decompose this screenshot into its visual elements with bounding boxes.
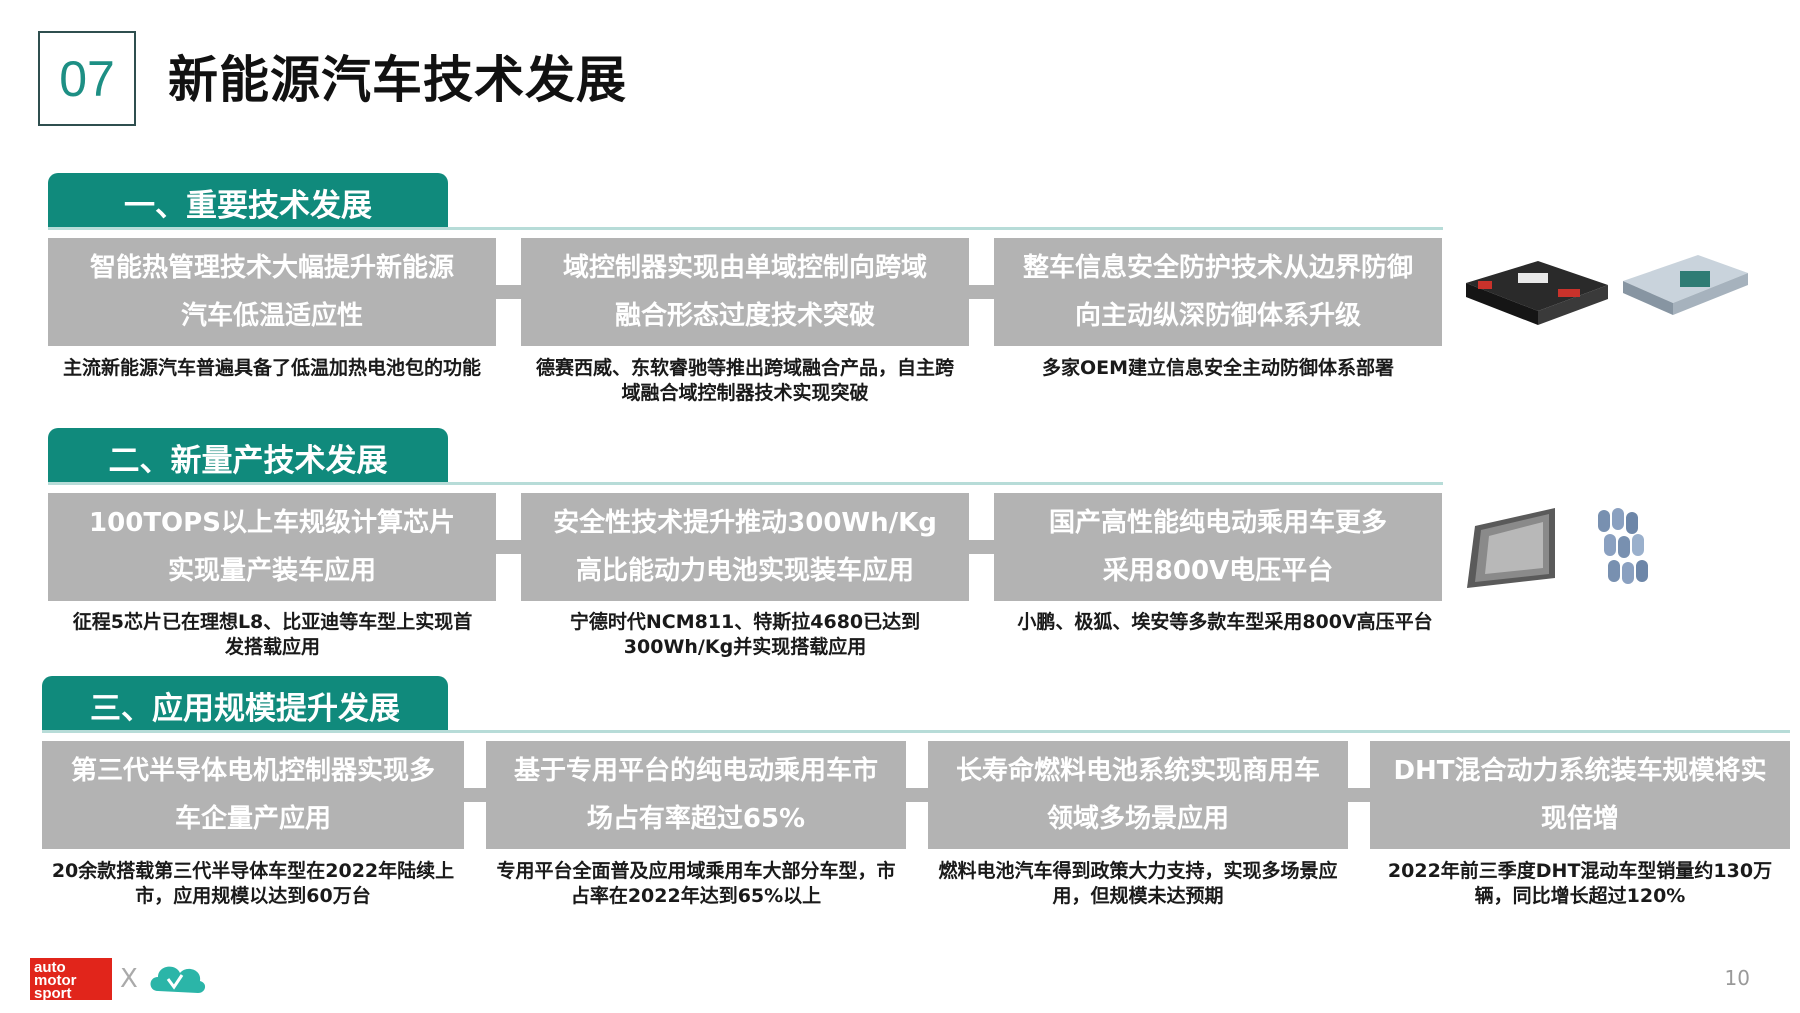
section-1-title: 一、重要技术发展 (48, 173, 448, 227)
section-number: 07 (59, 50, 115, 107)
s3-connector-2 (906, 788, 928, 802)
s1-desc-1: 主流新能源汽车普遍具备了低温加热电池包的功能 (62, 357, 481, 379)
s2-desc-2: 宁德时代NCM811、特斯拉4680已达到300Wh/Kg并实现搭载应用 (569, 611, 921, 658)
s3-desc-3: 燃料电池汽车得到政策大力支持，实现多场景应用，但规模未达预期 (938, 860, 1338, 907)
s3-desc-4: 2022年前三季度DHT混动车型销量约130万辆，同比增长超过120% (1387, 860, 1773, 907)
s1-connector-1 (496, 285, 521, 299)
page-title: 新能源汽车技术发展 (168, 51, 627, 109)
footer-logos: auto motor sport X (30, 958, 208, 1001)
s1-connector-2 (969, 285, 994, 299)
chip-image (1467, 508, 1555, 588)
s2-desc-3: 小鹏、极狐、埃安等多款车型采用800V高压平台 (1017, 611, 1433, 633)
s3-box-3: 长寿命燃料电池系统实现商用车领域多场景应用 (928, 741, 1348, 849)
auto-motor-sport-logo: auto motor sport (30, 958, 112, 1001)
x-mark: X (120, 964, 138, 994)
battery-pack-image (1466, 255, 1748, 325)
s3-box-2: 基于专用平台的纯电动乘用车市场占有率超过65% (486, 741, 906, 849)
battery-cells-image (1598, 508, 1648, 584)
s3-box-4: DHT混合动力系统装车规模将实现倍增 (1370, 741, 1790, 849)
s1-box-3: 整车信息安全防护技术从边界防御向主动纵深防御体系升级 (994, 238, 1442, 346)
s3-desc-1: 20余款搭载第三代半导体车型在2022年陆续上市，应用规模以达到60万台 (51, 860, 455, 907)
section-number-box: 07 (38, 31, 136, 126)
section-2-rule (48, 482, 1443, 485)
section-3-rule (42, 730, 1790, 733)
cloud-logo-icon (150, 966, 205, 993)
s2-desc-1: 征程5芯片已在理想L8、比亚迪等车型上实现首发搭载应用 (72, 611, 473, 658)
s2-box-1: 100TOPS以上车规级计算芯片实现量产装车应用 (48, 493, 496, 601)
s1-box-1: 智能热管理技术大幅提升新能源汽车低温适应性 (48, 238, 496, 346)
s2-connector-2 (969, 540, 994, 554)
s3-desc-2: 专用平台全面普及应用域乘用车大部分车型，市占率在2022年达到65%以上 (496, 860, 896, 907)
s1-desc-3: 多家OEM建立信息安全主动防御体系部署 (1041, 357, 1395, 379)
section-1-rule (48, 227, 1443, 230)
section-2-title: 二、新量产技术发展 (48, 428, 448, 482)
s3-connector-1 (464, 788, 486, 802)
s3-connector-3 (1348, 788, 1370, 802)
s2-connector-1 (496, 540, 521, 554)
section-3-title: 三、应用规模提升发展 (42, 676, 448, 730)
page-number: 10 (1724, 966, 1750, 990)
s1-box-2: 域控制器实现由单域控制向跨域融合形态过度技术突破 (521, 238, 969, 346)
s3-box-1: 第三代半导体电机控制器实现多车企量产应用 (42, 741, 464, 849)
s1-desc-2: 德赛西威、东软睿驰等推出跨域融合产品，自主跨域融合域控制器技术实现突破 (535, 357, 954, 404)
s2-box-3: 国产高性能纯电动乘用车更多采用800V电压平台 (994, 493, 1442, 601)
